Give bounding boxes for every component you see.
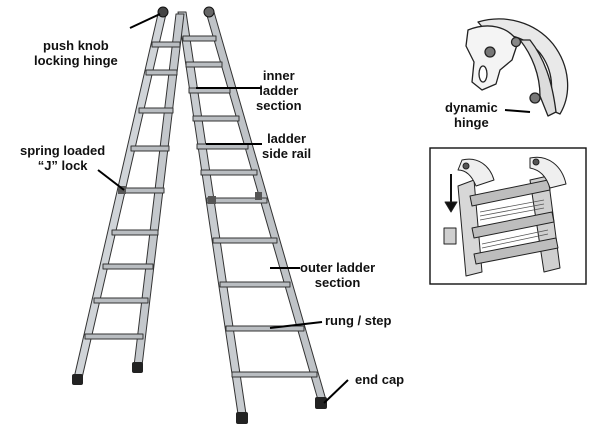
hinge-hole-1: [484, 46, 496, 58]
label-spring-loaded-j-lock: spring loaded “J” lock: [20, 143, 106, 173]
hinge-arm: [519, 39, 557, 117]
leader-push-knob: [129, 13, 161, 29]
push-knob-left: [157, 6, 169, 18]
j-lock-right: [208, 196, 216, 204]
inset-hinge-assembly: [443, 156, 567, 277]
label-inner-ladder-section: inner ladder section: [256, 68, 302, 113]
inset-arrow-head: [444, 201, 458, 213]
leader-lines: [97, 13, 531, 404]
hinge-hole-3: [510, 36, 522, 48]
inset-rung-3: [473, 237, 559, 265]
inset-knob-left: [462, 162, 470, 170]
inset-bracket: [443, 227, 457, 245]
inset-stripes: [479, 199, 549, 249]
label-rung-step: rung / step: [325, 313, 392, 328]
front-rail-left: [73, 13, 167, 379]
label-push-knob-locking-hinge: push knob locking hinge: [34, 38, 118, 68]
inset-hinge-right: [529, 156, 567, 189]
j-lock-left: [118, 186, 126, 194]
inset-rung-2: [471, 211, 555, 239]
j-lock-rear: [255, 192, 262, 200]
label-ladder-side-rail: ladder side rail: [262, 131, 312, 161]
inset-frame: [429, 147, 587, 285]
rear-rungs: [182, 35, 318, 378]
rear-outer-rail-left: [177, 11, 247, 415]
end-cap-rear-left: [236, 412, 248, 424]
front-rungs: [84, 41, 181, 340]
label-dynamic-hinge: dynamic hinge: [445, 100, 498, 130]
inset-knob-right: [532, 158, 540, 166]
hinge-plate-front: [465, 25, 519, 91]
end-cap-front-left: [72, 374, 83, 385]
dynamic-hinge-drawing: [465, 18, 569, 117]
inset-rung-1: [469, 179, 551, 207]
label-outer-ladder-section: outer ladder section: [300, 260, 376, 290]
leader-dynamic-hinge: [504, 109, 531, 113]
rear-ladder-section: [177, 11, 327, 424]
leader-end-cap: [323, 379, 349, 404]
push-knob-right: [203, 6, 215, 18]
hinge-hole-4: [529, 92, 541, 104]
leader-rung: [269, 321, 323, 329]
end-cap-front-right: [132, 362, 143, 373]
front-ladder-section: [72, 6, 262, 385]
label-end-cap: end cap: [355, 372, 405, 387]
end-cap-rear-right: [315, 397, 327, 409]
leader-spring-lock: [97, 169, 125, 191]
hinge-hole-2: [478, 65, 488, 83]
